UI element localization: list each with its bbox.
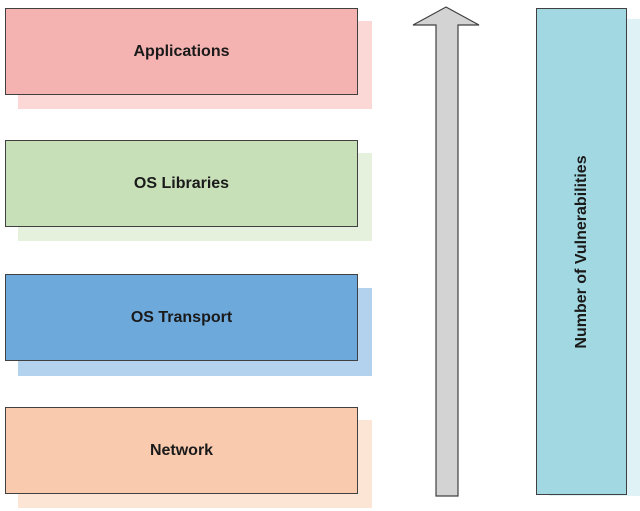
applications-layer: Applications xyxy=(5,8,358,95)
vulnerability-bar: Number of Vulnerabilities xyxy=(536,8,627,495)
os-libraries-layer-label: OS Libraries xyxy=(133,174,230,192)
os-transport-layer: OS Transport xyxy=(5,274,358,361)
network-layer-label: Network xyxy=(149,441,214,459)
os-transport-layer-label: OS Transport xyxy=(130,308,233,326)
vulnerability-bar-label: Number of Vulnerabilities xyxy=(572,154,590,349)
os-libraries-layer: OS Libraries xyxy=(5,140,358,227)
network-layer: Network xyxy=(5,407,358,494)
up-arrow-icon xyxy=(412,6,480,497)
applications-layer-label: Applications xyxy=(133,42,230,60)
up-arrow-shape xyxy=(412,6,480,497)
